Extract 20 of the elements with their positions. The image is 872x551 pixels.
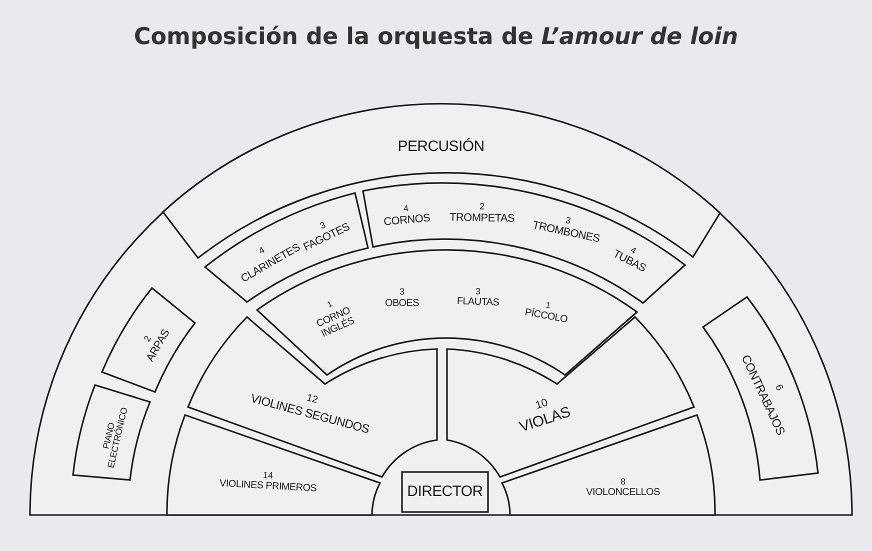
player-count: 12 <box>305 394 319 406</box>
section-label: CORNOS <box>383 213 431 229</box>
player-count: 1 <box>545 301 551 310</box>
section-label: VIOLONCELLOS <box>586 488 660 498</box>
player-count: 14 <box>262 471 274 481</box>
player-count: 4 <box>403 204 409 214</box>
section-label: VIOLINES PRIMEROS <box>219 479 317 495</box>
section-label: TROMPETAS <box>449 212 515 226</box>
section-label: PÍCCOLO <box>524 308 568 326</box>
player-count: 1 <box>326 300 334 310</box>
player-count: 3 <box>475 287 481 297</box>
player-count: 3 <box>400 287 404 297</box>
diagram-title: Composición de la orquesta de L’amour de loin <box>132 24 740 50</box>
section-label: FLAUTAS <box>456 297 500 309</box>
section-label: PERCUSIÓN <box>398 139 484 155</box>
section-label: DIRECTOR <box>407 484 483 500</box>
player-count: 10 <box>534 398 550 412</box>
section-label: OBOES <box>384 298 420 310</box>
player-count: 8 <box>620 477 626 487</box>
player-count: 2 <box>479 202 485 212</box>
